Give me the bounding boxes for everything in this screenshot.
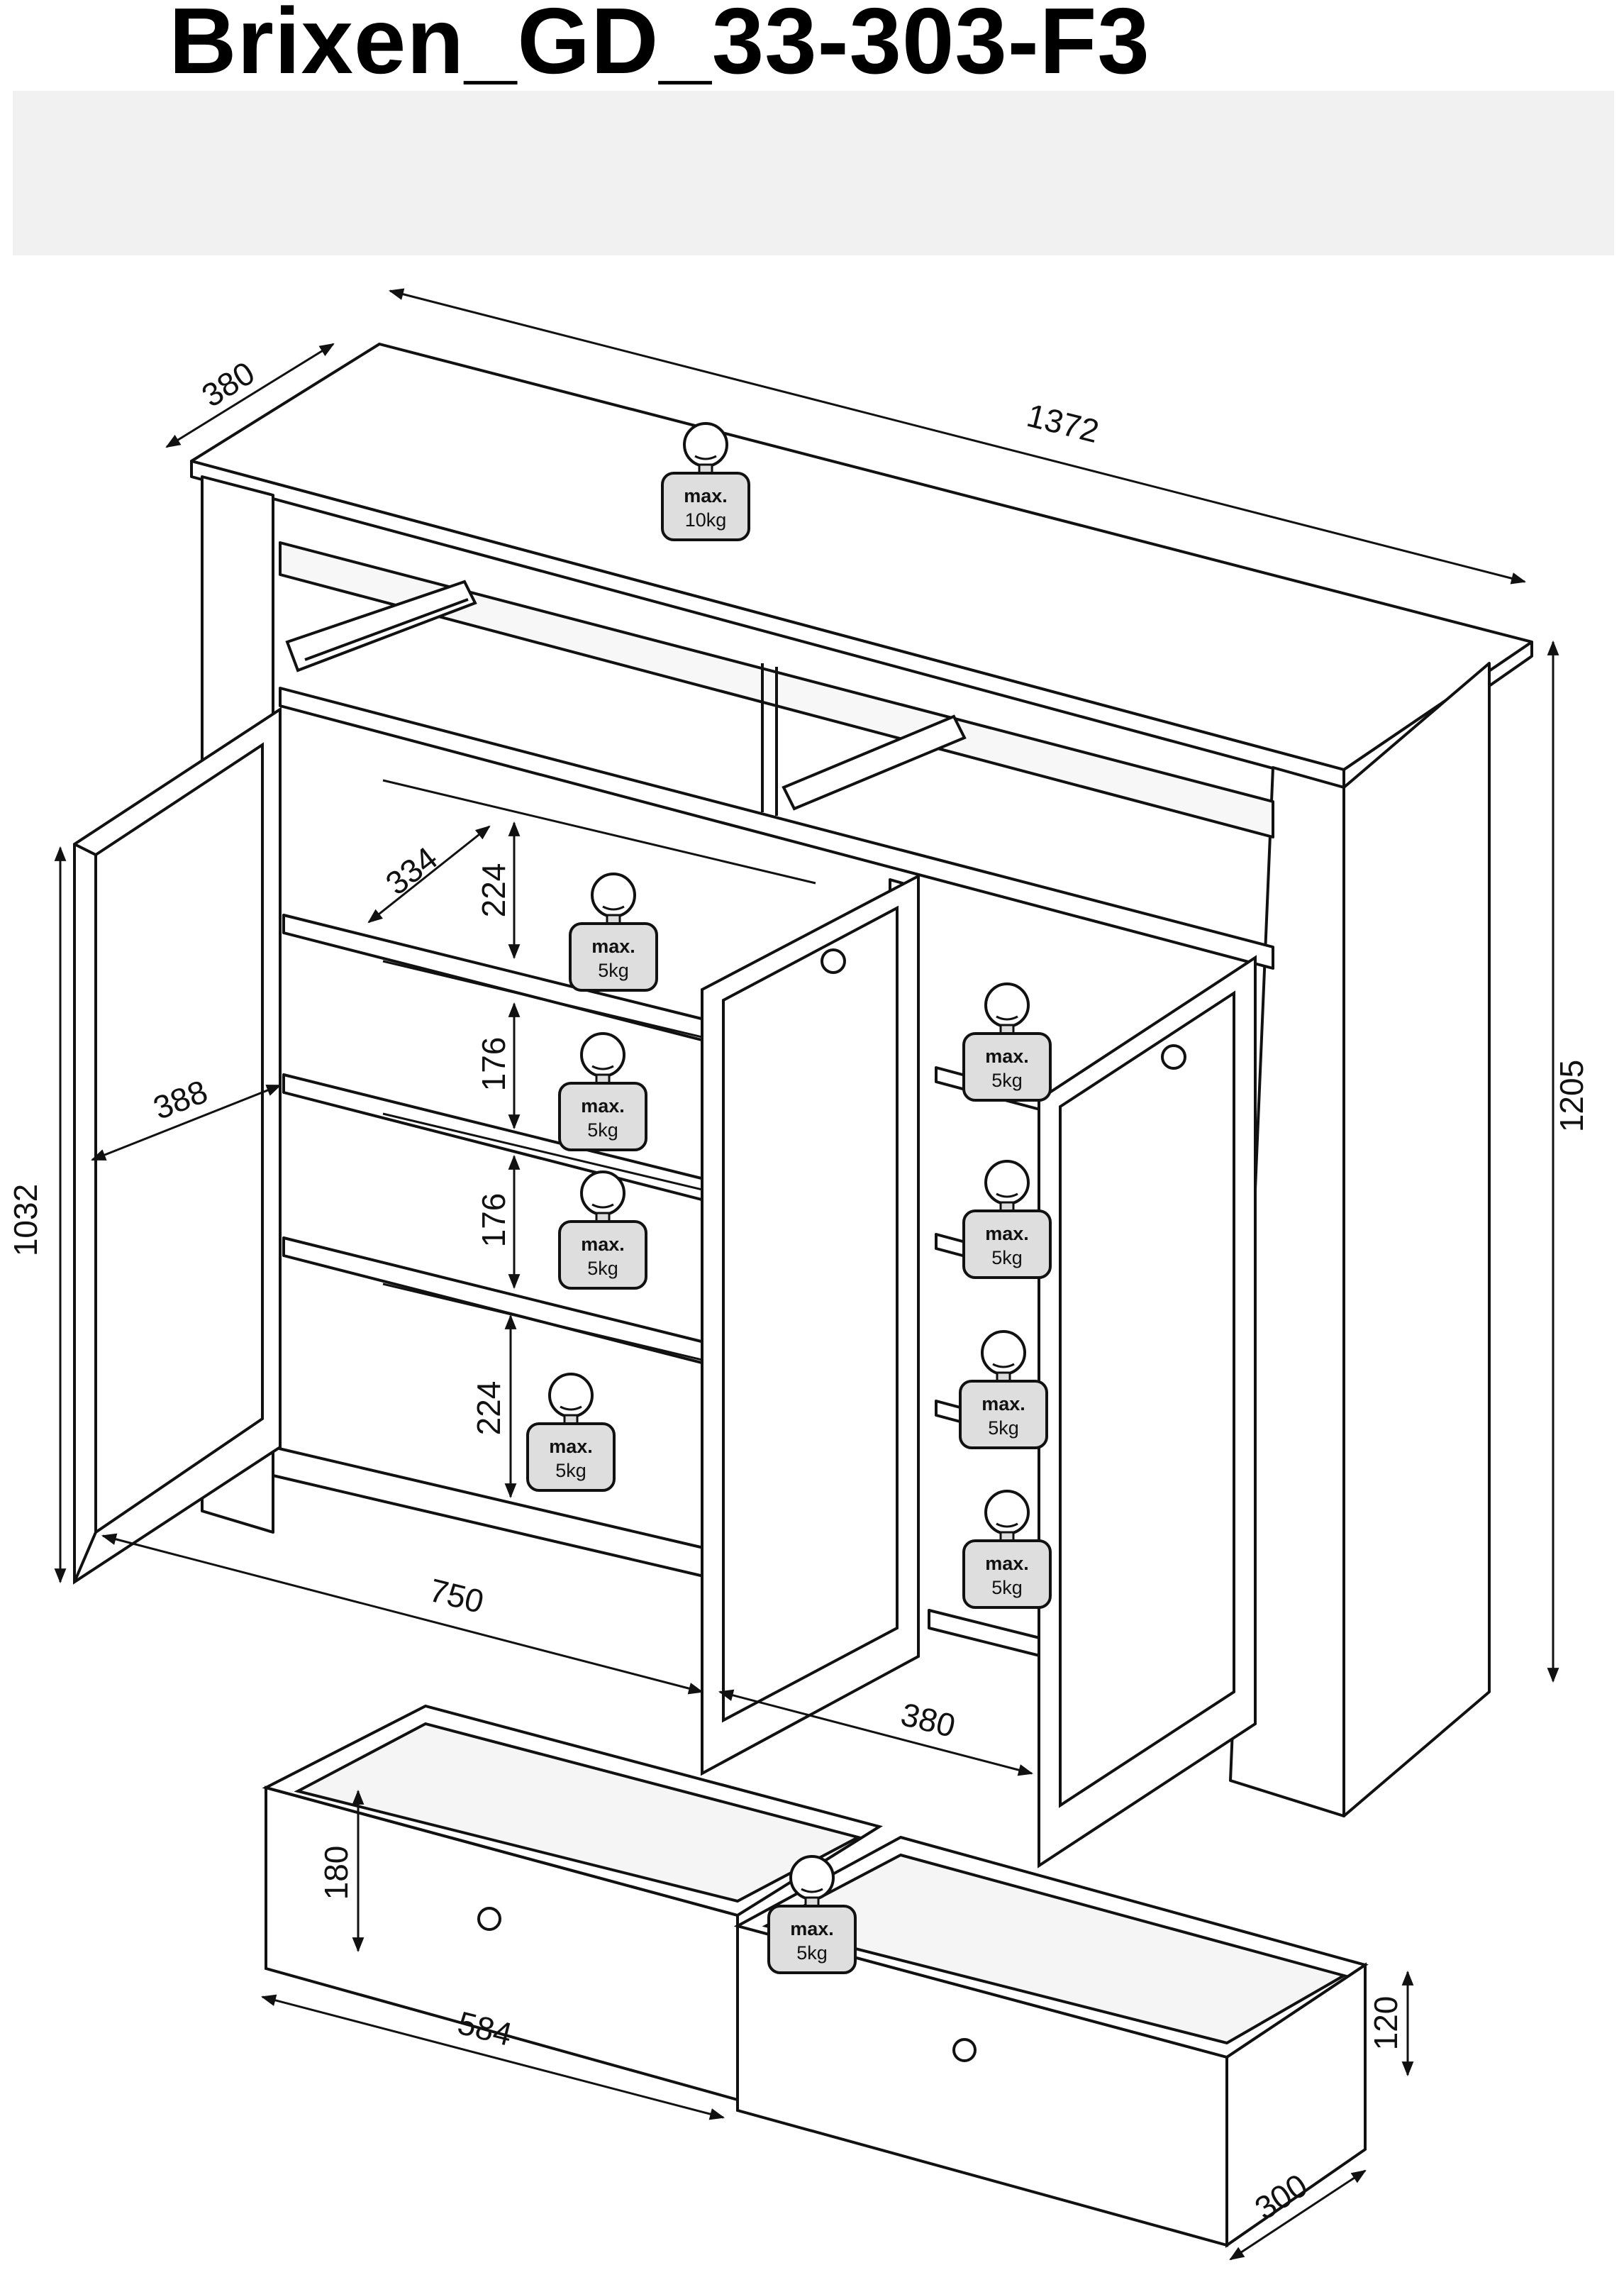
dimension-inner-width: 750 [426, 1571, 487, 1620]
dimension-door-height: 1032 [7, 1184, 44, 1256]
drawer-runners [285, 580, 967, 811]
weight-drawer: max. 5kg [767, 1855, 857, 1974]
weight-right-shelf-2: max. 5kg [962, 1160, 1052, 1279]
weight-max-label: max. [581, 1095, 625, 1117]
weight-limit-shelf-3: 5kg [587, 1258, 618, 1279]
dimension-total-width: 1372 [1023, 397, 1103, 450]
weight-shelf-2: max. 5kg [558, 1032, 647, 1151]
weight-max-label: max. [985, 1223, 1029, 1244]
weight-max-label: max. [790, 1918, 834, 1939]
dimension-shelf-gap-2: 176 [475, 1037, 512, 1092]
weight-shelf-4: max. 5kg [526, 1373, 616, 1492]
right-drawer [733, 1835, 1369, 2248]
right-door [1038, 955, 1257, 1868]
weight-limit-shelf-4: 5kg [555, 1460, 586, 1481]
weight-shelf-3: max. 5kg [558, 1170, 647, 1290]
weight-max-label: max. [549, 1436, 593, 1457]
weight-max-label: max. [985, 1553, 1029, 1574]
middle-door [701, 873, 920, 1776]
dimension-drawer-height: 180 [318, 1846, 355, 1900]
weight-top: max. 10kg [661, 422, 750, 541]
weight-shelf-1: max. 5kg [569, 873, 658, 992]
dimension-top-depth: 380 [195, 354, 261, 414]
weight-max-label: max. [684, 485, 728, 506]
weight-limit-right-shelf-4: 5kg [991, 1577, 1023, 1598]
dimension-lines [54, 288, 1559, 2261]
dimension-shelf-depth: 334 [379, 839, 444, 902]
weight-limit-right-shelf-3: 5kg [988, 1417, 1019, 1439]
dimension-shelf-gap-top: 224 [475, 863, 512, 918]
page-title: Brixen_GD_33-303-F3 [169, 0, 1150, 93]
weight-right-shelf-3: max. 5kg [959, 1330, 1048, 1449]
left-door [73, 707, 282, 1585]
dimension-right-door-width: 380 [897, 1695, 959, 1744]
weight-right-shelf-4: max. 5kg [962, 1490, 1052, 1609]
weight-max-label: max. [981, 1393, 1025, 1414]
weight-right-shelf-1: max. 5kg [962, 982, 1052, 1102]
weight-limit-shelf-1: 5kg [598, 960, 629, 981]
weight-max-label: max. [985, 1046, 1029, 1067]
dimension-shelf-gap-bottom: 224 [470, 1381, 507, 1436]
dimension-drawer-inner-height: 120 [1367, 1996, 1404, 2051]
weight-limit-right-shelf-2: 5kg [991, 1247, 1023, 1268]
weight-limit-drawer: 5kg [796, 1942, 828, 1964]
header-banner [13, 91, 1614, 255]
dimension-shelf-gap-3: 176 [475, 1193, 512, 1248]
dimension-total-height: 1205 [1553, 1060, 1590, 1132]
weight-limit-top: 10kg [685, 509, 727, 531]
weight-max-label: max. [581, 1234, 625, 1255]
weight-limit-shelf-2: 5kg [587, 1119, 618, 1141]
weight-limit-right-shelf-1: 5kg [991, 1070, 1023, 1091]
weight-max-label: max. [591, 936, 635, 957]
